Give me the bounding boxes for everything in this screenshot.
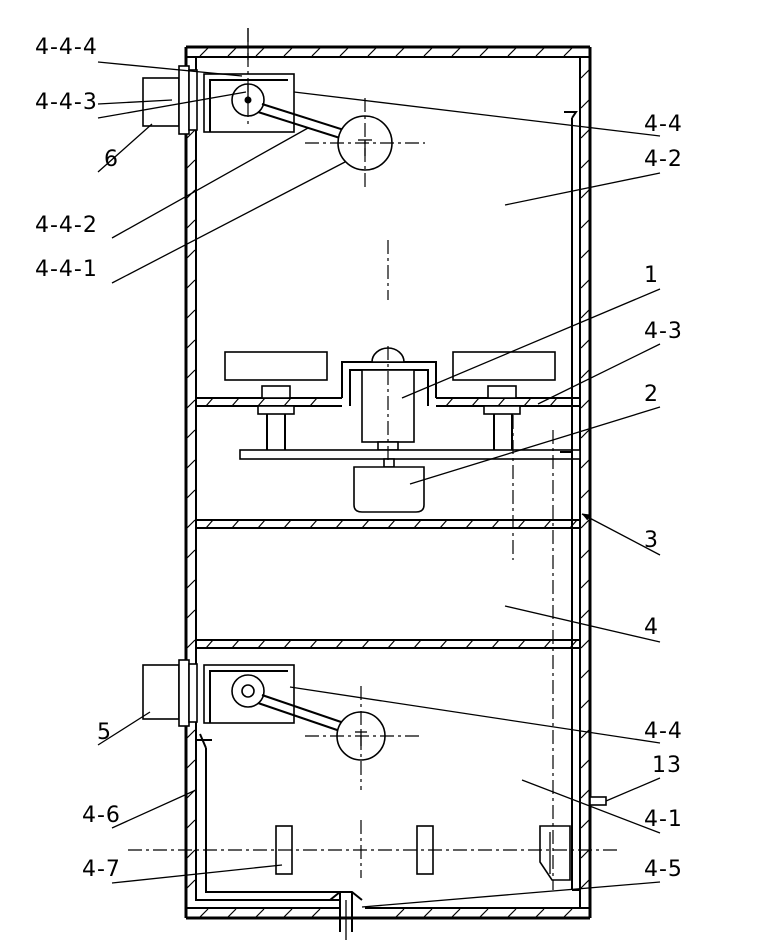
label-1: 1 bbox=[644, 263, 659, 288]
centerlines bbox=[128, 28, 620, 940]
fan-left bbox=[224, 351, 328, 450]
label-4-2: 4-2 bbox=[644, 147, 683, 172]
component-2 bbox=[353, 458, 425, 513]
label-4-4-1: 4-4-1 bbox=[35, 257, 98, 282]
damper-assembly-bottom bbox=[203, 664, 386, 761]
inner-duct-right bbox=[560, 111, 580, 891]
drain-4-5 bbox=[329, 891, 363, 932]
label-13: 13 bbox=[652, 753, 682, 778]
label-4: 4 bbox=[644, 615, 659, 640]
label-4-7: 4-7 bbox=[82, 857, 121, 882]
label-4-4-2: 4-4-2 bbox=[35, 213, 98, 238]
leader-lines bbox=[97, 61, 661, 908]
sensor-13 bbox=[589, 796, 607, 806]
part-labels: 4-4-4 4-4-3 6 4-4-2 4-4-1 4-4 4-2 1 4-3 … bbox=[35, 35, 683, 882]
label-4-1: 4-1 bbox=[644, 807, 683, 832]
label-4-4-3: 4-4-3 bbox=[35, 90, 98, 115]
label-4-6: 4-6 bbox=[82, 803, 121, 828]
outer-housing bbox=[184, 45, 592, 920]
bracket-plate bbox=[239, 449, 581, 460]
shelf-middle bbox=[196, 519, 580, 529]
label-2: 2 bbox=[644, 382, 659, 407]
fan-right bbox=[452, 351, 556, 450]
label-4-4-top: 4-4 bbox=[644, 112, 683, 137]
vent-slots-4-7 bbox=[275, 825, 571, 881]
label-6: 6 bbox=[104, 147, 119, 172]
label-4-3: 4-3 bbox=[644, 319, 683, 344]
inner-duct-4-6 bbox=[195, 733, 342, 901]
label-4-5: 4-5 bbox=[644, 857, 683, 882]
exhaust-fan-6 bbox=[142, 65, 198, 135]
label-5: 5 bbox=[97, 720, 112, 745]
shelf-lower bbox=[196, 639, 580, 649]
label-4-4-bottom: 4-4 bbox=[644, 719, 683, 744]
intake-fan-5 bbox=[142, 659, 198, 727]
label-4-4-4: 4-4-4 bbox=[35, 35, 98, 60]
label-3: 3 bbox=[644, 528, 659, 553]
damper-assembly-top bbox=[203, 73, 393, 171]
wall-hatching bbox=[186, 47, 590, 918]
